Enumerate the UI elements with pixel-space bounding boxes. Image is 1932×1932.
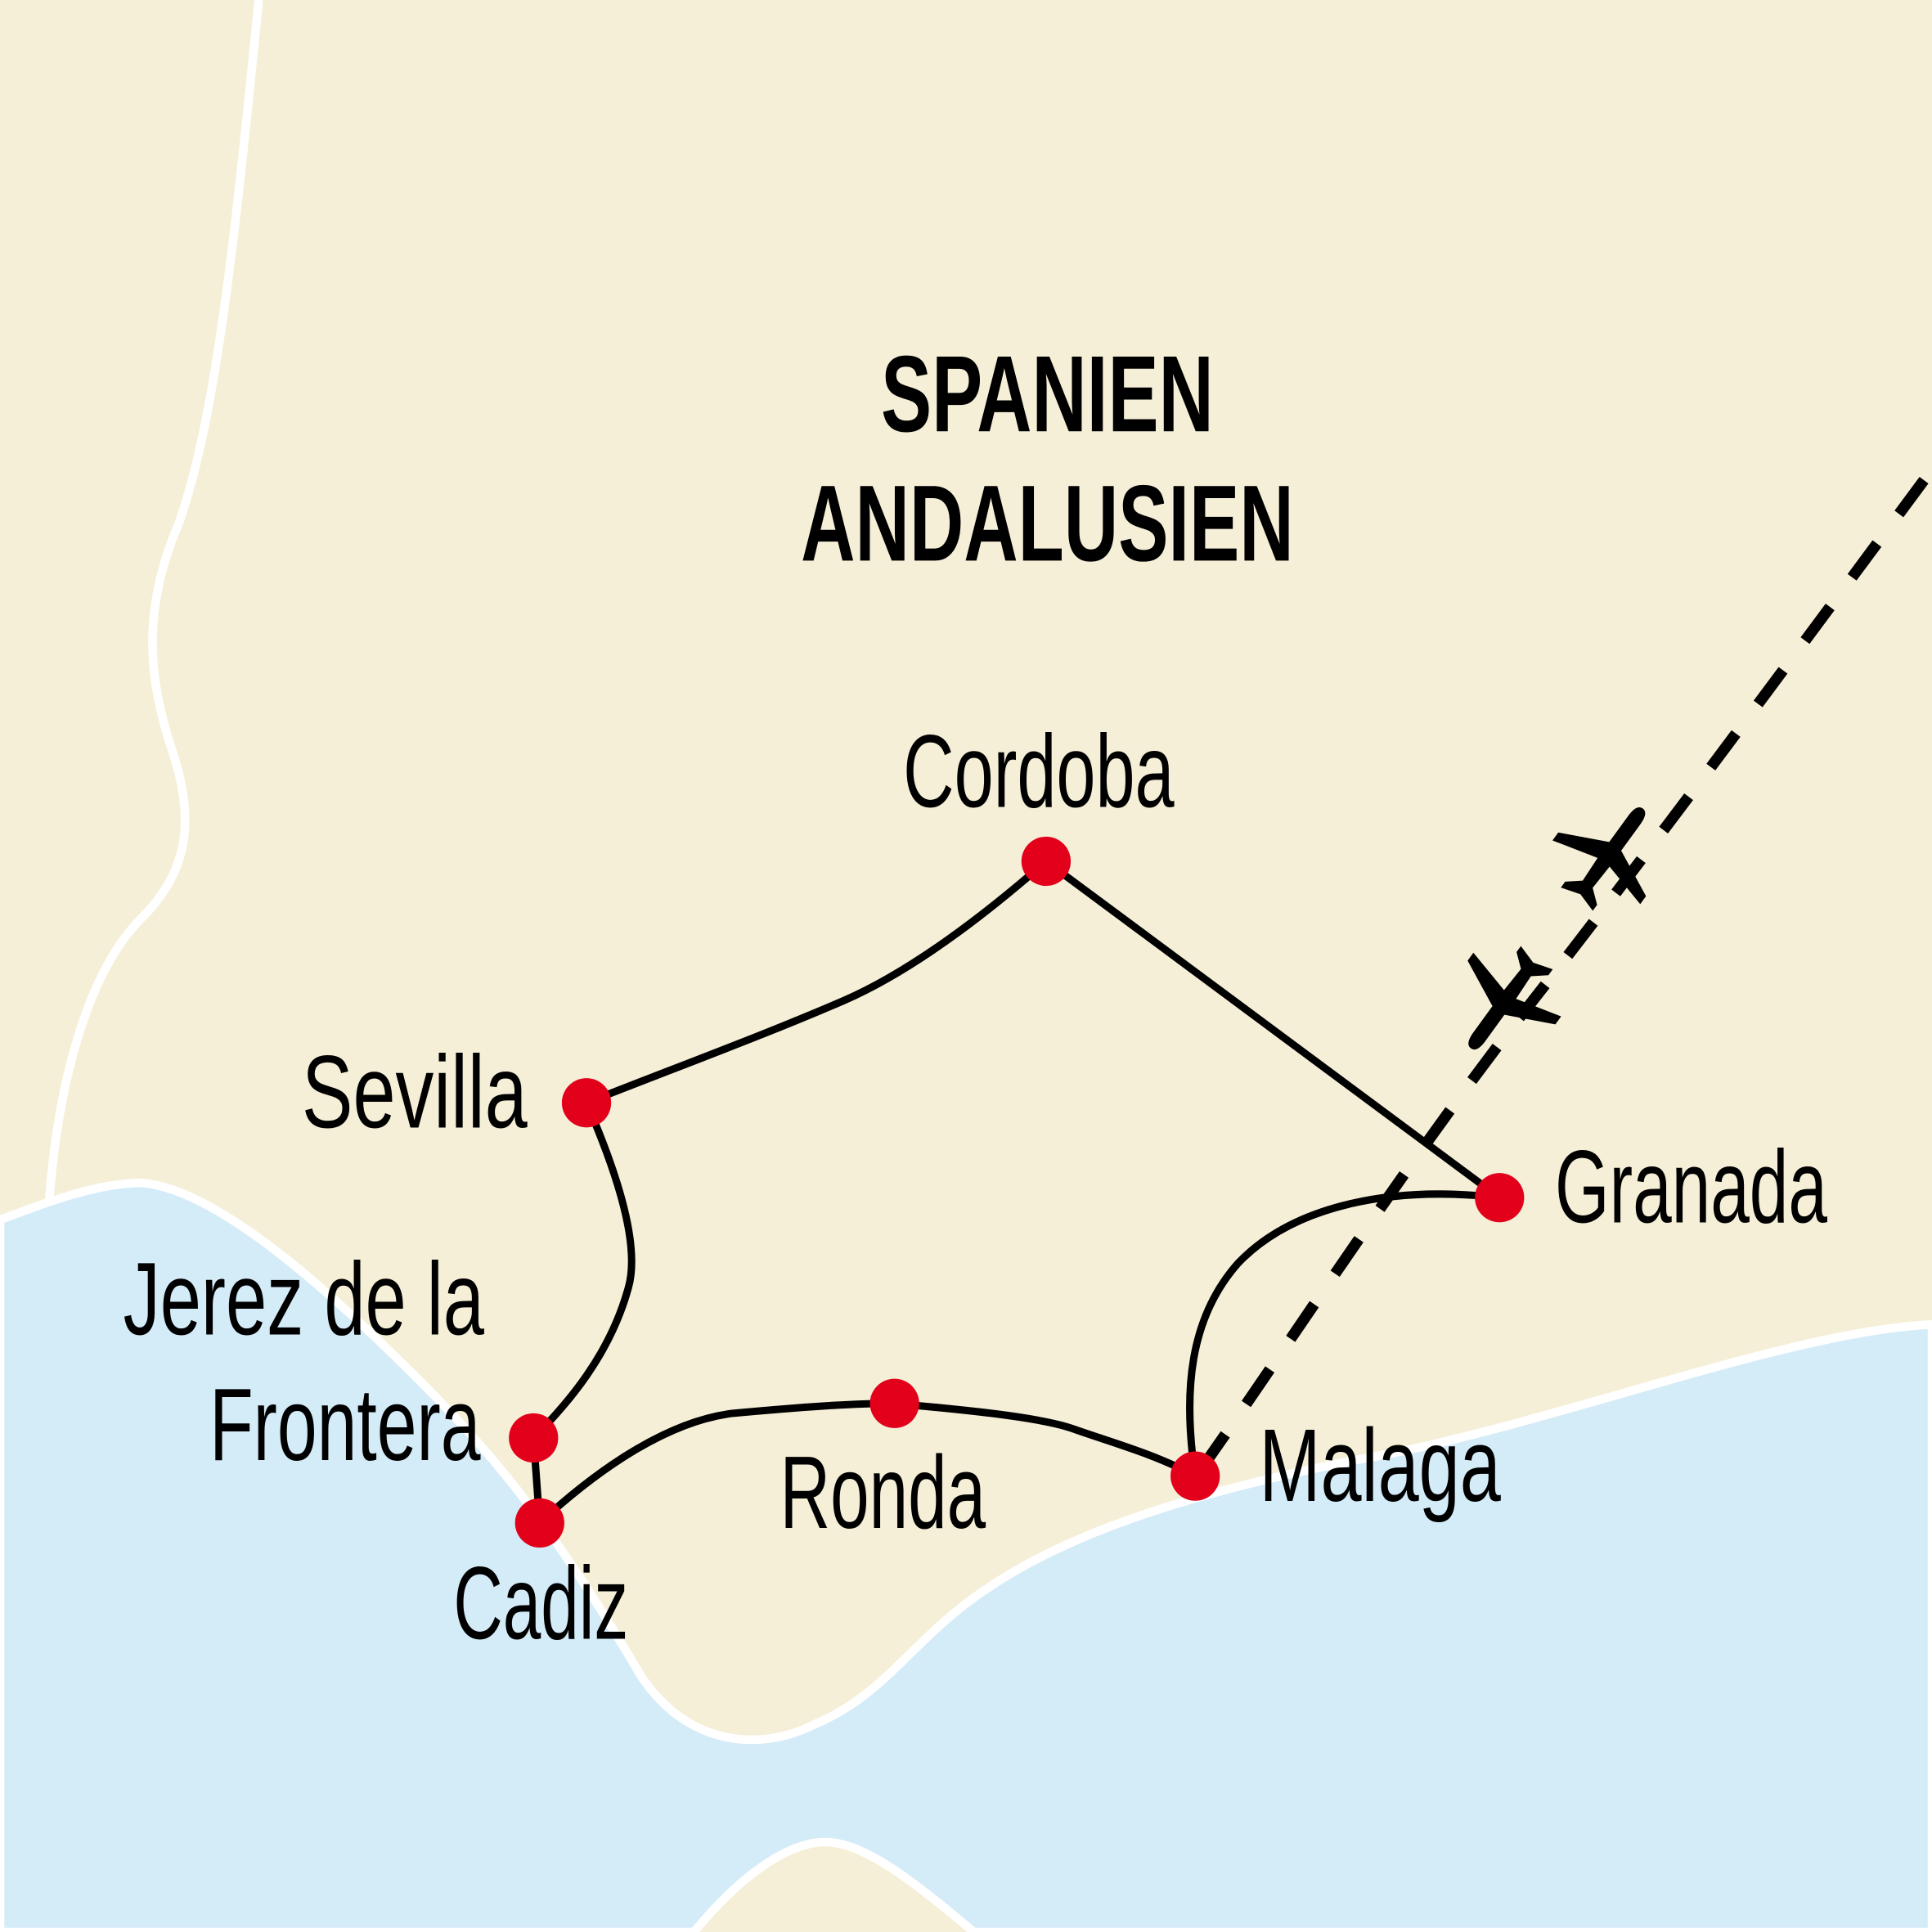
label-granada: Granada [1555,1128,1827,1244]
sea [0,1178,1932,1932]
route-cadiz-ronda [536,1400,899,1527]
marker-malaga[interactable] [1170,1451,1220,1501]
airplane-icon [1552,806,1647,911]
label-ronda: Ronda [780,1434,986,1550]
label-malaga: Malaga [1260,1407,1502,1523]
portugal-border [44,0,263,1202]
route-malaga-granada [1186,1190,1503,1480]
label-cadiz: Cadiz [453,1544,628,1660]
route-sevilla-jerez [529,1099,636,1442]
marker-sevilla[interactable] [561,1078,612,1128]
marker-cadiz[interactable] [514,1498,564,1548]
marker-granada[interactable] [1475,1173,1525,1223]
map-title-region: ANDALUSIEN [801,463,1294,584]
label-jerez-line2: Frontera [209,1366,481,1482]
label-cordoba: Cordoba [903,713,1175,829]
route-sevilla-cordoba [582,857,1050,1107]
marker-ronda[interactable] [869,1378,919,1428]
airplane-icon [1467,806,1647,1050]
city-markers [509,836,1525,1548]
africa-land [688,1837,981,1932]
label-sevilla: Sevilla [302,1033,528,1149]
label-jerez-line1: Jerez de la [124,1240,485,1356]
map-title-country: SPANIEN [881,334,1214,455]
airplane-icon [1467,946,1561,1050]
route-ronda-malaga [891,1400,1199,1480]
marker-jerez[interactable] [509,1413,559,1463]
marker-cordoba[interactable] [1021,836,1072,887]
